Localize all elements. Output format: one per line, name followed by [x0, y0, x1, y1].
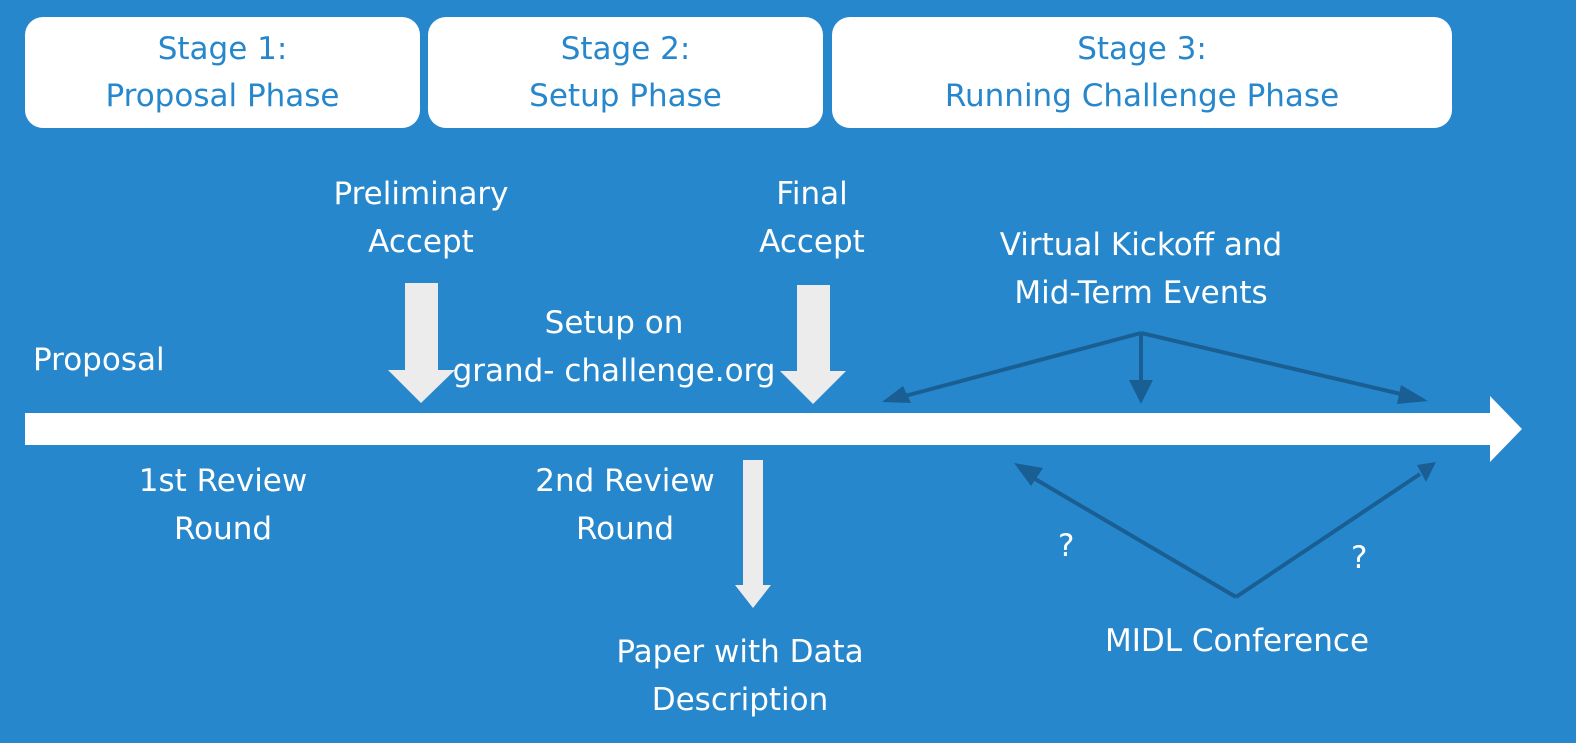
paper-line-2: Description — [651, 682, 829, 718]
preliminary-accept-arrow — [388, 283, 455, 403]
stage-1-number: Stage 1: — [157, 30, 288, 67]
virtual-events-label: Virtual Kickoff and Mid-Term Events — [981, 221, 1301, 317]
stage-3-number: Stage 3: — [1077, 30, 1207, 67]
paper-line-1: Paper with Data — [616, 634, 864, 670]
first-review-line-1: 1st Review — [138, 463, 308, 499]
stage-2-title: Setup Phase — [529, 77, 722, 114]
final-accept-arrow — [780, 285, 846, 404]
stage-1-box: Stage 1: Proposal Phase — [25, 17, 420, 128]
preliminary-accept-label: Preliminary Accept — [321, 170, 521, 266]
proposal-label: Proposal — [33, 342, 165, 378]
stage-2-number: Stage 2: — [560, 30, 691, 67]
second-review-line-2: Round — [575, 511, 675, 547]
preliminary-accept-line-1: Preliminary — [333, 176, 509, 212]
stage-2-box: Stage 2: Setup Phase — [428, 17, 823, 128]
stage-3-title: Running Challenge Phase — [944, 77, 1340, 114]
first-review-line-2: Round — [173, 511, 273, 547]
question-mark-left: ? — [1058, 528, 1075, 564]
virtual-events-line-1: Virtual Kickoff and — [999, 227, 1283, 263]
setup-line-1: Setup on — [544, 305, 684, 341]
paper-label: Paper with Data Description — [600, 628, 880, 724]
midl-arrows — [1014, 462, 1436, 599]
timeline-arrow — [25, 396, 1522, 462]
final-accept-label: Final Accept — [737, 170, 887, 266]
first-review-label: 1st Review Round — [118, 457, 328, 553]
final-accept-line-1: Final — [776, 176, 848, 212]
stage-3-box: Stage 3: Running Challenge Phase — [832, 17, 1452, 128]
virtual-events-line-2: Mid-Term Events — [1014, 275, 1268, 311]
setup-label: Setup on grand- challenge.org — [449, 299, 779, 395]
second-review-label: 2nd Review Round — [520, 457, 730, 553]
second-review-line-1: 2nd Review — [535, 463, 715, 499]
virtual-events-arrows — [882, 331, 1428, 404]
stage-1-title: Proposal Phase — [105, 77, 340, 114]
preliminary-accept-line-2: Accept — [368, 224, 474, 260]
paper-arrow — [735, 460, 771, 608]
midl-conference-label: MIDL Conference — [1104, 623, 1370, 659]
setup-line-2: grand- challenge.org — [452, 353, 776, 389]
question-mark-right: ? — [1351, 540, 1368, 576]
final-accept-line-2: Accept — [759, 224, 865, 260]
